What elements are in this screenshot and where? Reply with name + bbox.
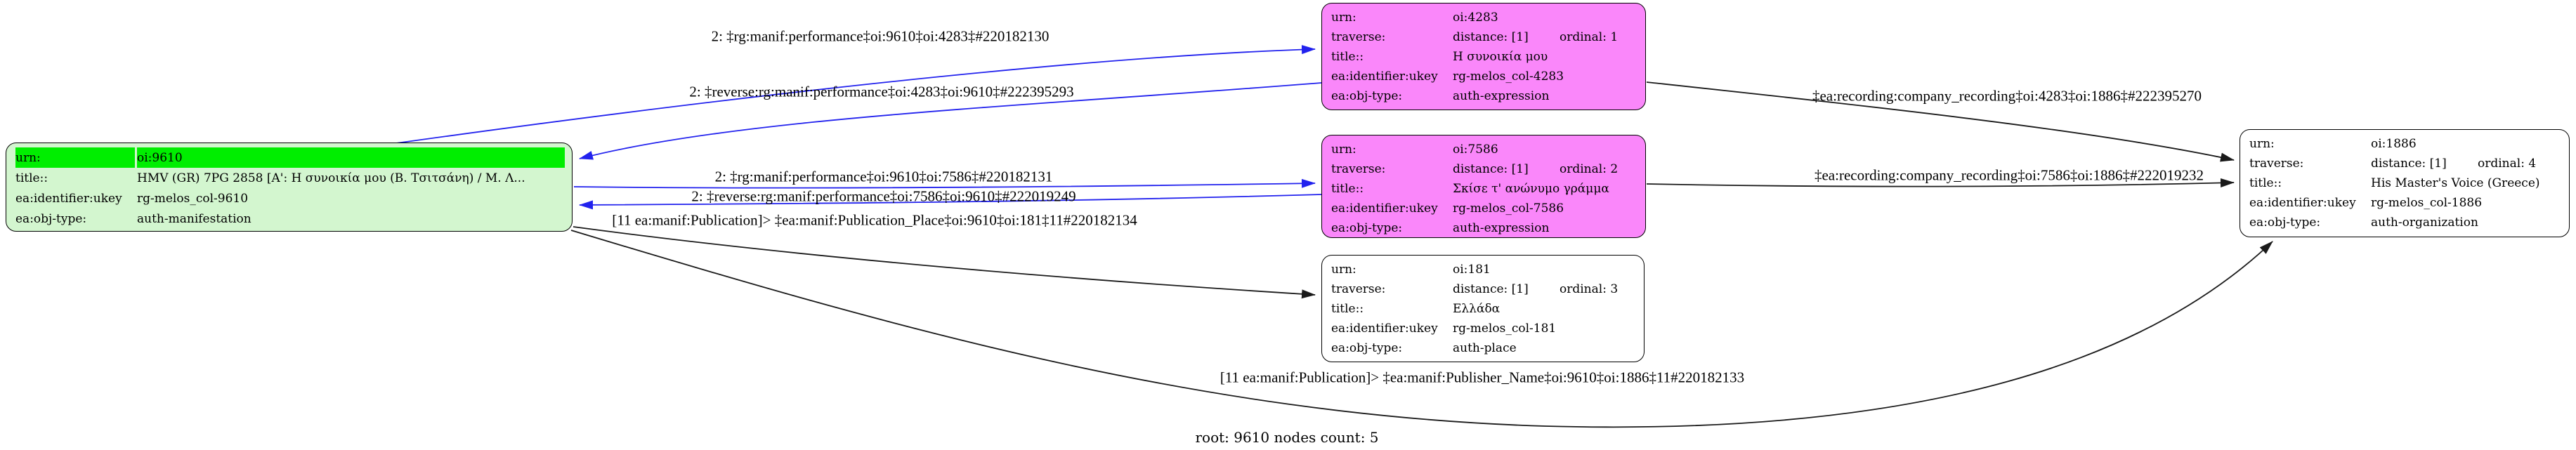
field-value: His Master's Voice (Greece) (2371, 176, 2540, 190)
edge-label-publisher-name: [11 ea:manif:Publication]> ‡ea:manif:Pub… (1220, 369, 1745, 386)
node-row-urn: urn: oi:4283 (1331, 8, 1638, 27)
node-oi-7586[interactable]: urn: oi:7586 traverse: distance: [1] ord… (1321, 135, 1646, 238)
edge-company-recording-4283-1886 (1646, 81, 2235, 162)
edge-label-reverse-performance-4283: 2: ‡reverse:rg:manif:performance‡oi:4283… (689, 83, 1074, 100)
node-row-ukey: ea:identifier:ukey rg-melos_col-4283 (1331, 67, 1638, 86)
edge-performance-9610-4283 (395, 45, 1316, 144)
field-label: title:: (15, 171, 48, 185)
edge-reverse-performance-7586-9610 (579, 194, 1322, 210)
edge-performance-9610-7586 (573, 178, 1316, 189)
field-label: title:: (1331, 182, 1364, 196)
field-ordinal: ordinal: 1 (1560, 30, 1619, 44)
field-label: ea:obj-type: (15, 211, 87, 226)
node-oi-1886[interactable]: urn: oi:1886 traverse: distance: [1] ord… (2240, 129, 2570, 237)
node-row-urn: urn: oi:7586 (1331, 140, 1638, 159)
edge-reverse-performance-4283-9610 (579, 82, 1322, 160)
node-row-urn: urn: oi:9610 (15, 147, 565, 168)
field-value: oi:7586 (1453, 143, 1498, 157)
edge-label-reverse-performance-7586: 2: ‡reverse:rg:manif:performance‡oi:7586… (691, 187, 1076, 205)
node-oi-4283[interactable]: urn: oi:4283 traverse: distance: [1] ord… (1321, 3, 1646, 110)
field-value: rg-melos_col-7586 (1453, 201, 1564, 216)
node-row-title: title:: His Master's Voice (Greece) (2249, 173, 2562, 193)
edge-company-recording-7586-1886 (1646, 178, 2235, 187)
field-value: oi:1886 (2371, 137, 2417, 151)
field-value: auth-expression (1453, 221, 1550, 235)
field-label: ea:identifier:ukey (2249, 196, 2356, 210)
field-label: urn: (2249, 137, 2275, 151)
field-label: title:: (2249, 176, 2282, 190)
node-row-ukey: ea:identifier:ukey rg-melos_col-7586 (1331, 199, 1638, 218)
field-value: HMV (GR) 7PG 2858 [Α': Η συνοικία μου (Β… (137, 171, 525, 185)
edge-label-performance-4283: 2: ‡rg:manif:performance‡oi:9610‡oi:4283… (711, 27, 1050, 45)
field-value: Σκίσε τ' ανώνυμο γράμμα (1453, 182, 1609, 196)
field-ordinal: ordinal: 4 (2478, 157, 2537, 171)
field-distance: distance: [1] (2371, 157, 2447, 171)
field-label: urn: (15, 147, 135, 168)
node-row-traverse: traverse: distance: [1] ordinal: 3 (1331, 279, 1637, 299)
field-label: ea:identifier:ukey (15, 191, 122, 206)
node-row-title: title:: Σκίσε τ' ανώνυμο γράμμα (1331, 179, 1638, 199)
field-value: oi:9610 (137, 147, 565, 168)
node-row-title: title:: Η συνοικία μου (1331, 47, 1638, 67)
field-value: Ελλάδα (1453, 302, 1501, 316)
field-distance: distance: [1] (1453, 162, 1529, 176)
edge-label-company-recording-4283: ‡ea:recording:company_recording‡oi:4283‡… (1812, 87, 2202, 105)
node-row-objtype: ea:obj-type: auth-expression (1331, 86, 1638, 106)
node-row-traverse: traverse: distance: [1] ordinal: 4 (2249, 154, 2562, 173)
field-value: auth-organization (2371, 216, 2478, 230)
edge-publication-place-9610-181 (573, 226, 1316, 299)
field-label: title:: (1331, 50, 1364, 64)
node-row-objtype: ea:obj-type: auth-place (1331, 338, 1637, 358)
field-label: urn: (1331, 263, 1356, 277)
field-label: traverse: (1331, 162, 1386, 176)
field-label: ea:identifier:ukey (1331, 70, 1438, 84)
node-row-ukey: ea:identifier:ukey rg-melos_col-181 (1331, 319, 1637, 338)
node-row-ukey: ea:identifier:ukey rg-melos_col-9610 (15, 188, 565, 209)
field-label: ea:obj-type: (2249, 216, 2321, 230)
field-label: ea:obj-type: (1331, 341, 1403, 355)
field-ordinal: ordinal: 3 (1560, 282, 1619, 296)
edge-label-publication-place: [11 ea:manif:Publication]> ‡ea:manif:Pub… (612, 211, 1137, 229)
field-value: auth-manifestation (137, 211, 251, 226)
field-label: urn: (1331, 11, 1356, 25)
field-value: Η συνοικία μου (1453, 50, 1548, 64)
field-distance: distance: [1] (1453, 30, 1529, 44)
node-row-ukey: ea:identifier:ukey rg-melos_col-1886 (2249, 193, 2562, 213)
node-row-objtype: ea:obj-type: auth-expression (1331, 218, 1638, 237)
field-label: urn: (1331, 143, 1356, 157)
node-row-traverse: traverse: distance: [1] ordinal: 1 (1331, 27, 1638, 47)
field-label: traverse: (1331, 30, 1386, 44)
field-label: ea:identifier:ukey (1331, 322, 1438, 336)
edge-publisher-name-9610-1886 (570, 230, 2273, 428)
field-value: rg-melos_col-1886 (2371, 196, 2483, 210)
node-row-title: title:: HMV (GR) 7PG 2858 [Α': Η συνοικί… (15, 168, 565, 188)
field-value: oi:4283 (1453, 11, 1498, 25)
field-distance: distance: [1] (1453, 282, 1529, 296)
field-label: ea:obj-type: (1331, 221, 1403, 235)
node-row-title: title:: Ελλάδα (1331, 299, 1637, 319)
node-row-objtype: ea:obj-type: auth-organization (2249, 213, 2562, 232)
node-oi-9610[interactable]: urn: oi:9610 title:: HMV (GR) 7PG 2858 [… (6, 143, 573, 232)
edge-label-company-recording-7586: ‡ea:recording:company_recording‡oi:7586‡… (1814, 166, 2204, 184)
graph-root-label: root: 9610 nodes count: 5 (1195, 429, 1379, 446)
field-value: rg-melos_col-9610 (137, 191, 249, 206)
field-label: traverse: (1331, 282, 1386, 296)
node-row-urn: urn: oi:1886 (2249, 134, 2562, 154)
field-label: title:: (1331, 302, 1364, 316)
field-label: ea:obj-type: (1331, 89, 1403, 103)
field-value: rg-melos_col-4283 (1453, 70, 1564, 84)
field-label: traverse: (2249, 157, 2304, 171)
node-row-objtype: ea:obj-type: auth-manifestation (15, 209, 565, 229)
field-value: oi:181 (1453, 263, 1491, 277)
field-value: auth-expression (1453, 89, 1550, 103)
field-ordinal: ordinal: 2 (1560, 162, 1619, 176)
edge-label-performance-7586: 2: ‡rg:manif:performance‡oi:9610‡oi:7586… (714, 168, 1053, 185)
node-row-traverse: traverse: distance: [1] ordinal: 2 (1331, 159, 1638, 179)
field-label: ea:identifier:ukey (1331, 201, 1438, 216)
field-value: auth-place (1453, 341, 1517, 355)
node-oi-181[interactable]: urn: oi:181 traverse: distance: [1] ordi… (1321, 255, 1645, 362)
node-row-urn: urn: oi:181 (1331, 260, 1637, 279)
field-value: rg-melos_col-181 (1453, 322, 1557, 336)
